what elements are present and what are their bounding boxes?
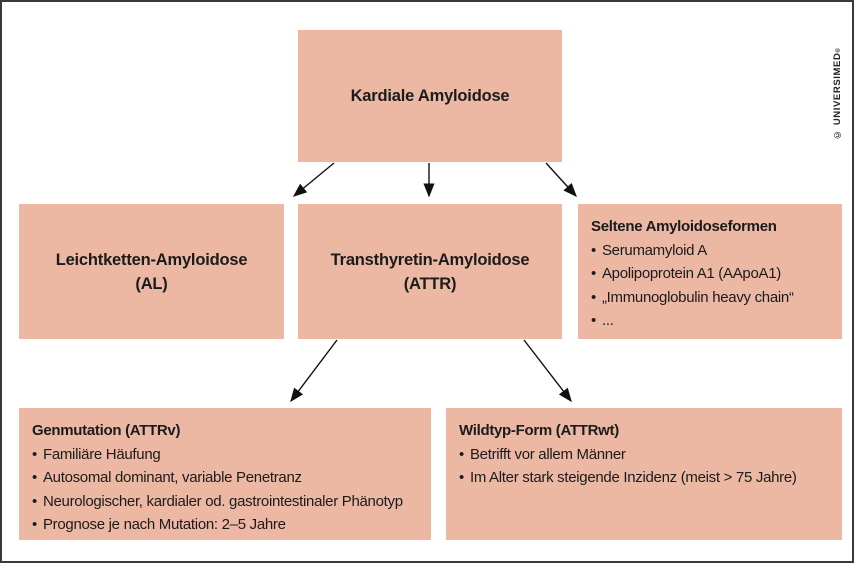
bullet-glyph: • <box>591 265 596 282</box>
list-item: • Autosomal dominant, variable Penetranz <box>32 466 421 490</box>
bullet-glyph: • <box>32 469 37 486</box>
node-title-line2: (ATTR) <box>403 274 457 293</box>
arrow-root-to-seltene <box>545 162 577 198</box>
universimed-copyright: © UNIVERSIMED® <box>832 10 843 140</box>
list-item-text: Betrifft vor allem Männer <box>469 445 626 463</box>
bullet-glyph: • <box>32 516 37 533</box>
list-item-text: Familiäre Häufung <box>42 445 161 463</box>
bullet-glyph: • <box>459 469 464 486</box>
list-item: • Apolipoprotein A1 (AApoA1) <box>591 262 832 286</box>
list-item: • Prognose je nach Mutation: 2–5 Jahre <box>32 513 421 537</box>
bullet-glyph: • <box>591 241 596 259</box>
arrow-attr-to-attrv <box>290 339 338 403</box>
list-item-text: „Immunoglobulin heavy chain“ <box>601 288 794 306</box>
list-item: • „Immunoglobulin heavy chain“ <box>591 286 832 310</box>
list-item-text: Im Alter stark steigende Inzidenz (meist… <box>469 469 797 486</box>
arrow-root-to-al <box>292 162 335 197</box>
list-item-text: ... <box>601 312 614 329</box>
bullet-glyph: • <box>32 445 37 463</box>
node-kardiale-amyloidose: Kardiale Amyloidose <box>298 30 562 162</box>
list-item-text: Autosomal dominant, variable Penetranz <box>42 469 302 486</box>
bullet-glyph: • <box>591 312 596 329</box>
list-item-text: Prognose je nach Mutation: 2–5 Jahre <box>42 516 286 533</box>
list-item-text: Neurologischer, kardialer od. gastrointe… <box>42 492 403 510</box>
list-item: • Betrifft vor allem Männer <box>459 443 832 467</box>
list-item: • Familiäre Häufung <box>32 443 421 467</box>
bullet-glyph: • <box>591 288 596 306</box>
list-item: • Serumamyloid A <box>591 239 832 263</box>
node-title: Kardiale Amyloidose <box>350 87 510 105</box>
node-title-line1: Transthyretin-Amyloidose <box>330 250 530 269</box>
bullet-glyph: • <box>459 445 464 463</box>
list-item-text: Apolipoprotein A1 (AApoA1) <box>601 265 781 282</box>
node-title: Genmutation (ATTRv) <box>32 422 181 439</box>
list-item: • Im Alter stark steigende Inzidenz (mei… <box>459 466 832 490</box>
copyright-text: © UNIVERSIMED <box>832 52 843 140</box>
node-genmutation-attrv: Genmutation (ATTRv) • Familiäre Häufung … <box>19 408 431 540</box>
registered-trademark-glyph: ® <box>834 44 841 53</box>
list-item-text: Serumamyloid A <box>601 241 707 259</box>
node-leichtketten-amyloidose: Leichtketten-Amyloidose (AL) <box>19 204 284 339</box>
list-item: • ... <box>591 309 832 333</box>
bullet-glyph: • <box>32 492 37 510</box>
arrow-attr-to-attrwt <box>523 339 572 403</box>
node-title: Wildtyp-Form (ATTRwt) <box>459 422 619 439</box>
node-seltene-amyloidoseformen: Seltene Amyloidoseformen • Serumamyloid … <box>578 204 842 339</box>
node-title: Seltene Amyloidoseformen <box>591 218 777 235</box>
node-transthyretin-amyloidose: Transthyretin-Amyloidose (ATTR) <box>298 204 562 339</box>
list-item: • Neurologischer, kardialer od. gastroin… <box>32 490 421 514</box>
node-title-line1: Leichtketten-Amyloidose <box>55 250 248 269</box>
node-wildtyp-form-attrwt: Wildtyp-Form (ATTRwt) • Betrifft vor all… <box>446 408 842 540</box>
node-title-line2: (AL) <box>135 274 168 293</box>
